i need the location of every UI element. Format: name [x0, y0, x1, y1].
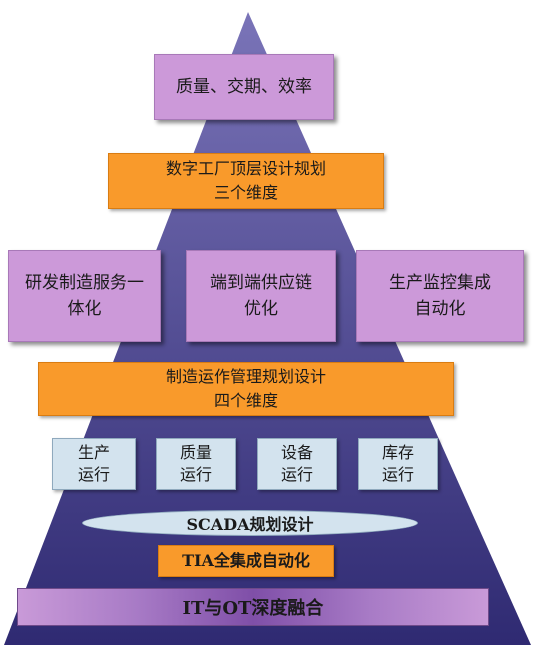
rd-manufacturing-service-box: 研发制造服务一 体化: [8, 250, 161, 342]
inventory-operation-box: 库存 运行: [358, 438, 438, 490]
supply-chain-box: 端到端供应链 优化: [186, 250, 336, 342]
scada-ellipse: SCADA规划设计: [82, 510, 418, 536]
tia-box: TIA全集成自动化: [158, 545, 334, 577]
goal-box: 质量、交期、效率: [154, 54, 334, 120]
digital-factory-planning-box: 数字工厂顶层设计规划 三个维度: [108, 153, 384, 209]
production-operation-box: 生产 运行: [52, 438, 136, 490]
equipment-operation-box: 设备 运行: [257, 438, 337, 490]
quality-operation-box: 质量 运行: [156, 438, 236, 490]
it-ot-integration-bar: IT与OT深度融合: [17, 588, 489, 626]
production-monitoring-box: 生产监控集成 自动化: [356, 250, 524, 342]
manufacturing-ops-planning-box: 制造运作管理规划设计 四个维度: [38, 362, 454, 416]
